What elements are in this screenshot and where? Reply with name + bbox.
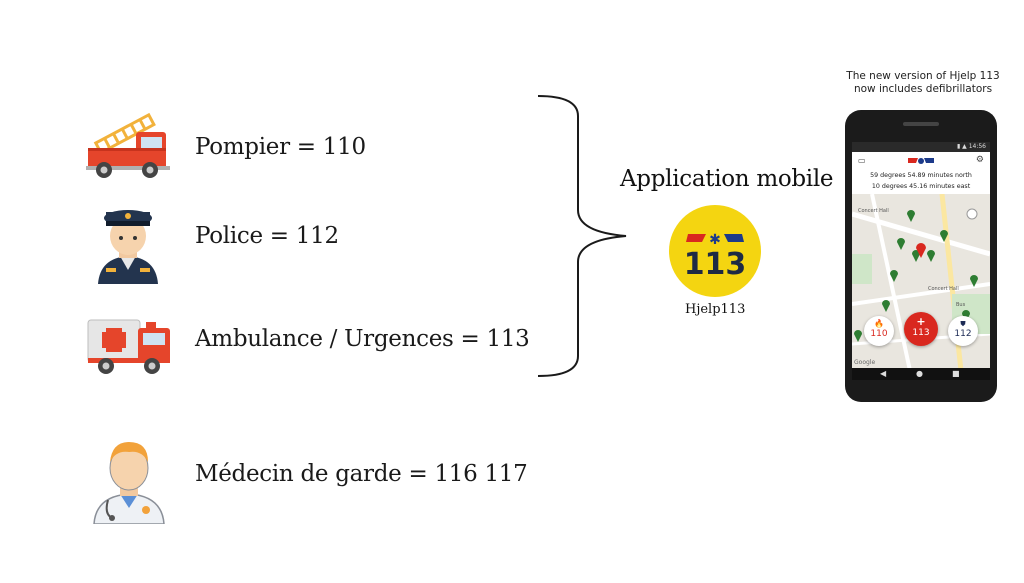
promo-line-2: now includes defibrillators <box>853 83 993 95</box>
promo-caption: The new version of Hjelp 113 now include… <box>838 70 1008 96</box>
call-button-police[interactable]: ⛊ 112 <box>948 316 978 346</box>
grouping-brace <box>537 95 627 377</box>
back-icon[interactable]: ◀ <box>880 369 887 378</box>
call-button-ambulance[interactable]: + 113 <box>904 312 938 346</box>
app-icon-number: 113 <box>684 247 747 282</box>
service-label-fire: Pompier = 110 <box>195 134 366 160</box>
map-label-2: Concert Hall <box>928 286 959 292</box>
phone-mockup: ▮ ▲ 14:56 ▭ ⚙ 59 degrees 54.89 minutes n… <box>845 110 997 402</box>
app-name-label: Hjelp113 <box>685 302 746 317</box>
map-label-3: Bus <box>956 302 966 308</box>
police-officer-icon <box>98 210 158 284</box>
call-button-fire-label: 110 <box>870 329 888 339</box>
map-google-label: Google <box>854 359 875 366</box>
call-button-police-label: 112 <box>954 329 972 339</box>
promo-line-1: The new version of Hjelp 113 <box>846 70 1000 82</box>
coordinate-east: 10 degrees 45.16 minutes east <box>871 183 971 190</box>
screen-icon[interactable]: ▭ <box>858 156 866 165</box>
ambulance-icon <box>87 319 170 374</box>
fire-truck-icon <box>86 112 170 178</box>
app-header-logo <box>908 158 934 164</box>
phone-screen: ▮ ▲ 14:56 ▭ ⚙ 59 degrees 54.89 minutes n… <box>852 142 990 380</box>
call-button-fire[interactable]: 🔥 110 <box>864 316 894 346</box>
call-button-ambulance-label: 113 <box>912 328 930 338</box>
map-view[interactable]: Concert Hall Concert Hall Bus Google <box>852 194 990 380</box>
doctor-icon <box>93 442 165 524</box>
service-label-police: Police = 112 <box>195 223 339 249</box>
map-label-1: Concert Hall <box>858 208 889 214</box>
app-section-title: Application mobile <box>620 166 834 192</box>
phone-nav-bar: ◀ ● ■ <box>852 368 990 380</box>
phone-status-bar: ▮ ▲ 14:56 <box>852 142 990 152</box>
coordinate-north: 59 degrees 54.89 minutes north <box>870 172 972 179</box>
phone-speaker <box>903 122 939 126</box>
service-label-doctor: Médecin de garde = 116 117 <box>195 461 528 487</box>
settings-icon[interactable]: ⚙ <box>975 155 984 165</box>
hjelp113-app-icon[interactable]: ✱ 113 <box>668 204 762 298</box>
home-icon[interactable]: ● <box>916 369 923 378</box>
service-label-ambulance: Ambulance / Urgences = 113 <box>195 326 530 352</box>
svg-text:✱: ✱ <box>709 232 721 248</box>
recents-icon[interactable]: ■ <box>952 369 960 378</box>
app-header: ▭ ⚙ 59 degrees 54.89 minutes north 10 de… <box>852 152 990 194</box>
